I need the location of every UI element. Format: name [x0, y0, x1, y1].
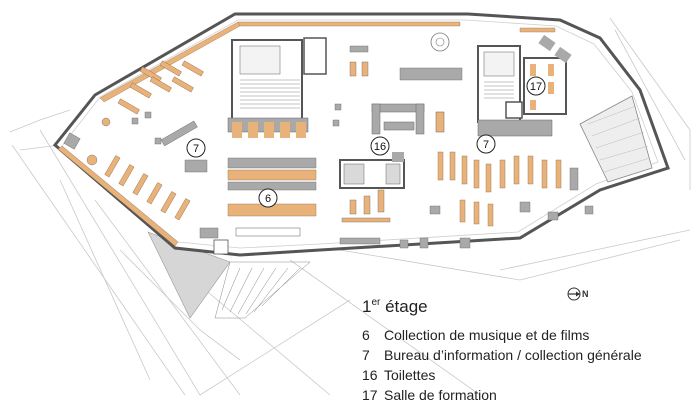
room-marker-17: 17: [526, 76, 546, 96]
stair-core-right: [477, 45, 553, 137]
room-marker-circle: [186, 138, 206, 158]
perimeter-shelving: [57, 21, 556, 247]
stair-core-left: [227, 37, 327, 138]
glazed-wedge: [579, 95, 653, 183]
furniture-top: [332, 32, 463, 127]
furniture-left: [63, 111, 219, 239]
room-marker-circle: [258, 188, 278, 208]
room-marker-7: 7: [186, 138, 206, 158]
entrance-stairs: [214, 261, 311, 319]
furniture-center: [339, 189, 441, 249]
room-marker-label: 16: [374, 141, 386, 153]
room-marker-6: 6: [258, 188, 278, 208]
room-marker-circle: [476, 134, 496, 154]
toilet-core: [339, 152, 405, 189]
room-marker-7: 7: [476, 134, 496, 154]
room-markers: 7 6 16 7 17: [186, 76, 546, 208]
central-counter: [371, 103, 445, 135]
room-marker-circle: [370, 136, 390, 156]
glazing-lines: [587, 105, 651, 173]
room-marker-label: 7: [483, 139, 489, 151]
north-label: N: [582, 289, 589, 299]
furniture-right: [459, 167, 594, 249]
shelving-middle: [213, 157, 317, 255]
room-marker-label: 17: [530, 81, 542, 93]
floor-title: 1er étage: [362, 297, 428, 316]
room-marker-16: 16: [370, 136, 390, 156]
room-marker-circle: [526, 76, 546, 96]
north-arrow-icon: [567, 287, 581, 301]
room-marker-label: 7: [193, 143, 199, 155]
shelving-right: [437, 151, 562, 227]
shelving-left: [104, 60, 204, 221]
room-marker-label: 6: [265, 193, 271, 205]
